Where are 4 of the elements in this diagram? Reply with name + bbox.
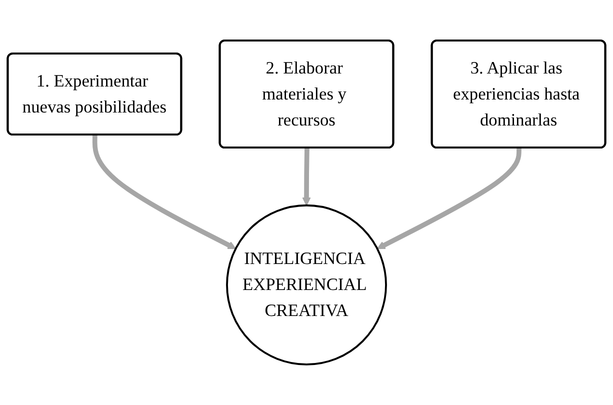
node-circle: INTELIGENCIA EXPERIENCIAL CREATIVA <box>226 204 387 366</box>
arrow <box>376 148 522 250</box>
arrow <box>92 135 236 250</box>
arrow <box>302 148 311 206</box>
